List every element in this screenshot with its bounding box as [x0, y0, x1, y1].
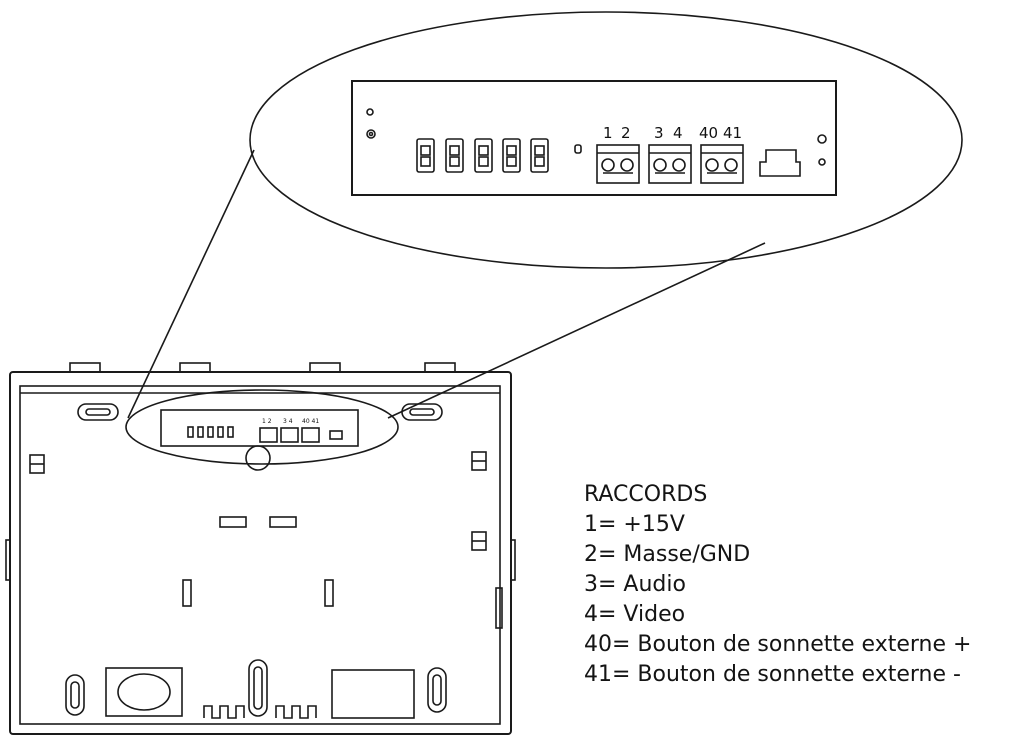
legend-item-40: 40= Bouton de sonnette externe + [584, 632, 972, 657]
speaker [105, 667, 183, 717]
legend-title: RACCORDS [584, 482, 708, 507]
terminal-label-3: 3 [654, 124, 664, 142]
connections-legend: RACCORDS 1= +15V 2= Masse/GND 3= Audio 4… [584, 480, 971, 690]
zoom-callout-ellipse [249, 11, 963, 269]
mini-terminal-labels: 1 2 3 4 40 41 [262, 418, 319, 425]
terminal-block-3-4 [648, 144, 692, 184]
svg-text:3 4: 3 4 [283, 418, 293, 425]
terminal-block-1-2 [596, 144, 640, 184]
zoom-leader-left [127, 149, 255, 419]
connection-area-ellipse [125, 389, 399, 465]
terminal-block-40-41 [700, 144, 744, 184]
terminal-label-4: 4 [673, 124, 683, 142]
terminal-board-enlarged [351, 80, 837, 196]
legend-item-3: 3= Audio [584, 572, 686, 597]
zoom-leader-right [387, 242, 766, 419]
terminal-label-2: 2 [621, 124, 631, 142]
terminal-label-1: 1 [603, 124, 613, 142]
dip-switch-block-enlarged [416, 138, 549, 173]
ribbon-connector [759, 149, 801, 177]
terminal-label-40: 40 [699, 124, 718, 142]
svg-text:40 41: 40 41 [302, 418, 319, 425]
legend-item-2: 2= Masse/GND [584, 542, 751, 567]
legend-item-41: 41= Bouton de sonnette externe - [584, 662, 961, 687]
legend-item-4: 4= Video [584, 602, 686, 627]
legend-item-1: 1= +15V [584, 512, 685, 537]
monitor-housing [5, 362, 516, 735]
terminal-label-41: 41 [723, 124, 742, 142]
svg-text:1 2: 1 2 [262, 418, 272, 425]
